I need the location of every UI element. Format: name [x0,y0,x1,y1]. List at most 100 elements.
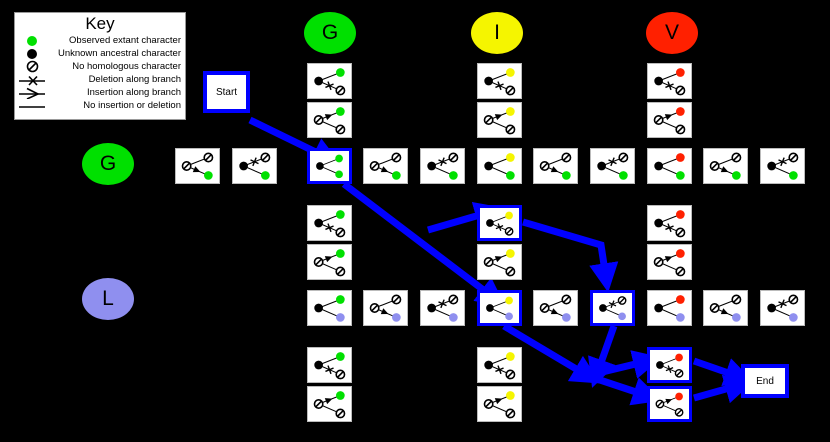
tree-cell[interactable] [647,290,692,326]
mini-phylogenetic-tree-icon [483,391,516,419]
mini-phylogenetic-tree-icon [369,294,402,322]
key-label: Insertion along branch [86,87,181,98]
no-entry-circle-icon [15,60,49,73]
mini-phylogenetic-tree-icon [313,249,346,277]
tree-cell[interactable] [477,102,522,138]
mini-phylogenetic-tree-icon [314,352,346,380]
tree-cell[interactable] [307,347,352,383]
row-header-label-l-1: L [82,278,134,320]
mini-phylogenetic-tree-icon [654,295,685,322]
mini-phylogenetic-tree-icon [655,392,684,417]
mini-phylogenetic-tree-icon [314,68,346,96]
mini-phylogenetic-tree-icon [653,107,686,135]
tree-cell[interactable] [477,63,522,99]
end-node[interactable]: End [741,364,789,398]
key-label: No homologous character [72,61,181,72]
key-row: Insertion along branch [15,86,185,99]
key-row: Deletion along branch [15,73,185,86]
key-title: Key [85,14,115,33]
tree-cell[interactable] [363,290,408,326]
mini-phylogenetic-tree-icon [483,107,516,135]
tree-cell[interactable] [420,290,465,326]
tree-cell[interactable] [307,290,352,326]
tree-cell[interactable] [232,148,277,184]
mini-phylogenetic-tree-icon [654,210,686,238]
start-node[interactable]: Start [203,71,250,113]
column-header-label-g-0: G [304,12,356,54]
tree-cell[interactable] [307,205,352,241]
tree-cell[interactable] [307,244,352,280]
tree-cell[interactable] [307,386,352,422]
tree-cell[interactable] [307,102,352,138]
tree-cell[interactable] [590,148,635,184]
key-row: Observed extant character [15,34,185,47]
tree-cell[interactable] [363,148,408,184]
column-header-label-text: G [321,21,339,44]
tree-cell[interactable] [760,290,805,326]
mini-phylogenetic-tree-icon [709,152,742,180]
mini-phylogenetic-tree-icon [486,211,514,236]
mini-phylogenetic-tree-icon [483,249,516,277]
mini-phylogenetic-tree-icon [767,294,799,322]
tree-cell[interactable] [647,347,692,383]
mini-phylogenetic-tree-icon [484,153,515,180]
tree-cell[interactable] [703,148,748,184]
legend-key-box: Key Observed extant character Unknown an… [14,12,186,120]
tree-cell[interactable] [647,63,692,99]
black-filled-circle-icon [15,48,49,60]
tree-cell[interactable] [647,244,692,280]
key-row: Unknown ancestral character [15,47,185,60]
mini-phylogenetic-tree-icon [484,352,516,380]
row-header-label-text: G [99,152,117,175]
mini-phylogenetic-tree-icon [597,152,629,180]
mini-phylogenetic-tree-icon [314,210,346,238]
mini-phylogenetic-tree-icon [313,107,346,135]
tree-cell[interactable] [533,148,578,184]
mini-phylogenetic-tree-icon [427,294,459,322]
mini-phylogenetic-tree-icon [427,152,459,180]
mini-phylogenetic-tree-icon [709,294,742,322]
tree-cell[interactable] [590,290,635,326]
tree-cell[interactable] [647,148,692,184]
tree-cell[interactable] [477,205,522,241]
key-label: Deletion along branch [88,74,181,85]
tree-cell[interactable] [175,148,220,184]
mini-phylogenetic-tree-icon [599,296,627,321]
tree-cell[interactable] [760,148,805,184]
mini-phylogenetic-tree-icon [654,68,686,96]
tree-cell[interactable] [647,205,692,241]
tree-cell[interactable] [420,148,465,184]
tree-cell[interactable] [477,386,522,422]
tree-cell[interactable] [533,290,578,326]
plain-branch-line-icon [15,100,49,112]
key-label: Observed extant character [69,35,181,46]
mini-phylogenetic-tree-icon [656,353,684,378]
tree-cell[interactable] [477,347,522,383]
mini-phylogenetic-tree-icon [314,295,345,322]
mini-phylogenetic-tree-icon [313,391,346,419]
tree-cell[interactable] [647,102,692,138]
column-header-label-text: V [664,21,679,44]
mini-phylogenetic-tree-icon [539,152,572,180]
deletion-branch-mark-icon [15,74,49,86]
tree-cell[interactable] [703,290,748,326]
tree-cell[interactable] [647,386,692,422]
mini-phylogenetic-tree-icon [767,152,799,180]
tree-cell[interactable] [477,244,522,280]
tree-cell[interactable] [307,63,352,99]
mini-phylogenetic-tree-icon [316,154,343,179]
mini-phylogenetic-tree-icon [653,249,686,277]
mini-phylogenetic-tree-icon [239,152,271,180]
tree-cell[interactable] [307,148,352,184]
mini-phylogenetic-tree-icon [181,152,214,180]
tree-cell[interactable] [477,148,522,184]
tree-cell[interactable] [477,290,522,326]
column-header-label-v-2: V [646,12,698,54]
key-row: No insertion or deletion [15,99,185,112]
insertion-branch-mark-icon [15,87,49,99]
green-filled-circle-icon [15,35,49,47]
column-header-label-text: I [494,21,500,44]
key-label: No insertion or deletion [83,100,181,111]
mini-phylogenetic-tree-icon [484,68,516,96]
